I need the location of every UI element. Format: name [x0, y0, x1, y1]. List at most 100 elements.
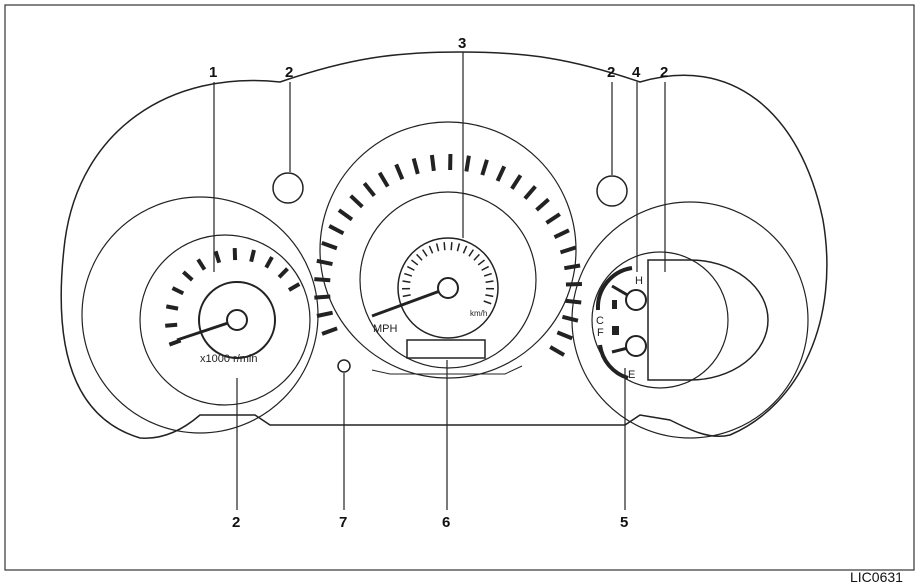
temperature-gauge-hub: [625, 289, 647, 311]
speedometer-inner-tick: [410, 259, 419, 266]
tachometer-tick: [165, 322, 178, 328]
tachometer-hub: [226, 309, 248, 331]
right-gauge-bezel: [571, 201, 809, 439]
speedometer-inner-tick: [421, 249, 428, 257]
tachometer-tick: [171, 286, 185, 296]
speedometer-outer-tick: [429, 154, 436, 172]
cluster-housing: [60, 51, 828, 439]
speedometer-outer-tick: [556, 330, 573, 341]
speedometer-inner-tick: [462, 245, 468, 254]
speedometer-bezel: [319, 121, 577, 379]
speedometer-outer-tick: [545, 212, 561, 225]
callout-speedometer: 3: [458, 35, 466, 52]
speedometer-outer-tick: [559, 245, 577, 255]
fuel-gauge-scale: [598, 344, 629, 380]
tachometer-unit-label: x1000 r/min: [200, 353, 257, 365]
callout-fuel-gauge: 5: [620, 514, 628, 531]
fuel-gauge: F E: [597, 326, 647, 381]
tachometer-tick: [182, 270, 194, 282]
speedometer-inner-tick: [483, 300, 492, 305]
callout-warning-lights-bottom-left: 2: [232, 514, 240, 531]
speedometer-outer-tick: [464, 155, 471, 172]
temperature-icon: [612, 300, 617, 309]
callout-warning-lights-right-panel: 2: [660, 64, 668, 81]
speedometer-outer-tick: [377, 171, 390, 188]
speedometer-inner-tick: [402, 280, 411, 283]
speedometer-outer-tick: [510, 174, 523, 190]
temperature-gauge: H C: [595, 266, 647, 327]
right-gauge-face: [591, 251, 729, 389]
speedometer-hub: [437, 277, 459, 299]
callout-tachometer: 1: [209, 64, 217, 81]
tachometer-tick: [287, 282, 301, 292]
speedometer-outer-tick: [328, 224, 345, 236]
speedometer-inner-tick: [477, 259, 486, 266]
speedometer-outer-tick: [480, 159, 489, 176]
speedometer-outer-tick: [321, 326, 338, 336]
tachometer-tick: [249, 249, 256, 263]
speedometer-needle: [371, 286, 449, 318]
trip-reset-knob: [337, 359, 351, 373]
figure-frame: [4, 4, 915, 571]
speedometer-outer-tick: [561, 314, 579, 323]
tachometer-tick: [213, 250, 222, 264]
speedometer-inner-tick: [443, 242, 446, 251]
callout-temperature-gauge: 4: [632, 64, 641, 81]
temperature-cold-label: C: [596, 315, 604, 327]
speedometer-outer-tick: [563, 263, 581, 271]
tachometer-tick: [264, 256, 274, 269]
speedometer-outer-tick: [411, 157, 420, 175]
speedometer-inner-tick: [456, 243, 461, 252]
fuel-empty-label: E: [628, 369, 635, 381]
figure-code: LIC0631: [850, 569, 903, 584]
speedometer-outer-tick: [316, 258, 333, 266]
speedometer-outer-scale: [314, 153, 582, 357]
right-gauge-cluster: [571, 201, 809, 439]
speedometer-inner-tick: [485, 294, 494, 298]
speedometer-inner-tick: [468, 249, 475, 257]
speedometer-outer-tick: [337, 208, 354, 222]
warning-light-right: [596, 175, 628, 207]
speedometer-inner-scale: [401, 242, 495, 305]
temperature-hot-label: H: [635, 275, 643, 287]
speedometer-inner-tick: [481, 265, 490, 271]
speedometer-inner-tick: [428, 245, 434, 254]
leader-lines: [213, 52, 666, 510]
callout-warning-lights-left-top: 2: [285, 64, 293, 81]
speedometer-outer-tick: [362, 182, 376, 198]
callout-trip-reset-knob: 7: [339, 514, 347, 531]
speedometer-inner-tick: [483, 272, 492, 277]
speedometer-inner-ring: [397, 237, 499, 339]
temperature-gauge-scale: [595, 266, 633, 311]
tachometer-tick: [196, 258, 207, 271]
odometer-display: [406, 339, 486, 359]
speedometer-inner-tick: [416, 253, 423, 261]
tachometer-scale: [165, 247, 301, 347]
speedometer-outer-tick: [321, 241, 338, 251]
callout-warning-lights-right-top: 2: [607, 64, 615, 81]
speedometer-outer-tick: [549, 345, 566, 357]
tachometer-hub-ring: [198, 281, 276, 359]
tachometer: x1000 r/min: [81, 196, 319, 434]
warning-light-panel: [647, 259, 769, 381]
fuel-gauge-hub: [625, 335, 647, 357]
speedometer-inner-tick: [435, 243, 440, 252]
tachometer-face: [139, 234, 311, 406]
speedometer-outer-tick: [535, 197, 550, 212]
fuel-full-label: F: [597, 327, 604, 339]
speedometer-inner-tick: [402, 294, 411, 298]
speedometer-secondary-unit-label: km/h: [470, 309, 487, 318]
speedometer-inner-tick: [485, 280, 494, 283]
speedometer-inner-tick: [404, 272, 413, 277]
speedometer-inner-tick: [450, 242, 453, 251]
speedometer-outer-tick: [523, 185, 537, 200]
speedometer-outer-tick: [314, 277, 331, 283]
speedometer-outer-tick: [349, 194, 364, 209]
speedometer-unit-label: MPH: [373, 323, 398, 335]
callout-odometer-display: 6: [442, 514, 450, 531]
fuel-pump-icon: [612, 326, 619, 335]
speedometer-outer-tick: [394, 163, 405, 180]
speedometer-outer-tick: [553, 228, 570, 239]
speedometer-inner-tick: [473, 253, 480, 261]
